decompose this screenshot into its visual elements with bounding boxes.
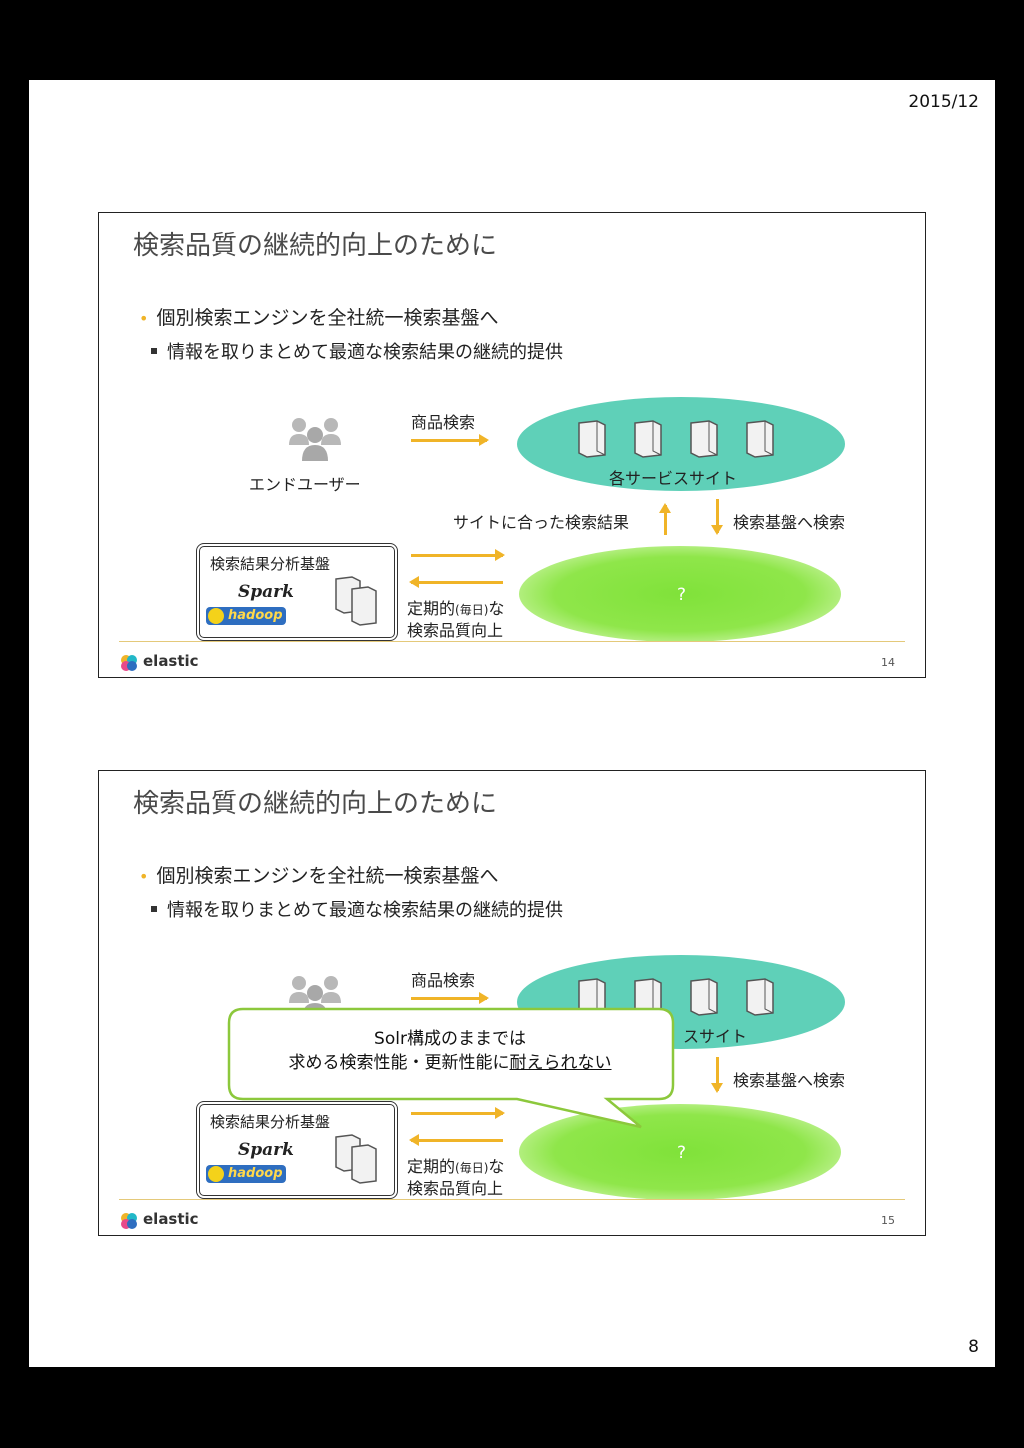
search-platform-label: 検索基盤へ検索	[733, 513, 846, 532]
server-cluster-icon	[335, 1134, 377, 1184]
unknown-platform-ellipse	[519, 1104, 841, 1200]
server-icon	[578, 420, 606, 458]
server-cluster-icon	[335, 576, 377, 626]
arrow-right	[411, 992, 489, 1004]
callout-line1: Solr構成のままでは	[374, 1029, 526, 1049]
site-results-label: サイトに合った検索結果	[453, 513, 630, 532]
bullet-level1: •個別検索エンジンを全社統一検索基盤へ	[139, 307, 499, 329]
periodic-line1: 定期的(毎日)な	[407, 599, 505, 618]
users-icon	[289, 418, 341, 461]
elastic-logo: elastic	[119, 1210, 229, 1232]
service-sites-ellipse	[517, 397, 845, 491]
bullet-level2: 情報を取りまとめて最適な検索結果の継続的提供	[151, 896, 563, 922]
service-sites-label: 各サービスサイト	[609, 469, 738, 488]
analysis-platform-box: 検索結果分析基盤 Spark hadoop	[196, 543, 398, 641]
footer-divider	[119, 1199, 905, 1200]
end-user-label: エンドユーザー	[249, 475, 361, 494]
server-icon	[746, 420, 774, 458]
callout-text: Solr構成のままでは 求める検索性能・更新性能に耐えられない	[227, 1007, 673, 1099]
slide-15: 検索品質の継続的向上のために •個別検索エンジンを全社統一検索基盤へ 情報を取り…	[98, 770, 926, 1236]
arrow-right	[411, 549, 505, 561]
unknown-label: ?	[677, 1143, 687, 1163]
analysis-label: 検索結果分析基盤	[210, 1113, 331, 1131]
elastic-mark-icon	[121, 655, 137, 671]
hadoop-logo: hadoop	[206, 607, 286, 625]
spark-logo: Spark	[238, 1140, 294, 1160]
hadoop-logo: hadoop	[206, 1165, 286, 1183]
slide-title: 検索品質の継続的向上のために	[133, 231, 498, 261]
server-icon	[690, 978, 718, 1016]
slide-14: 検索品質の継続的向上のために •個別検索エンジンを全社統一検索基盤へ 情報を取り…	[98, 212, 926, 678]
arrow-down	[711, 499, 723, 535]
server-icon	[690, 420, 718, 458]
arrow-down	[711, 1057, 723, 1093]
periodic-line2: 検索品質向上	[407, 1179, 504, 1198]
elastic-mark-icon	[121, 1213, 137, 1229]
header-date: 2015/12	[908, 92, 979, 112]
users-icon	[289, 976, 341, 1019]
page-number: 8	[968, 1337, 979, 1357]
product-search-label: 商品検索	[411, 971, 476, 990]
slide-number: 14	[881, 656, 895, 669]
periodic-line2: 検索品質向上	[407, 621, 504, 640]
callout-line2: 求める検索性能・更新性能に耐えられない	[288, 1053, 612, 1073]
server-icon	[746, 978, 774, 1016]
arrow-right	[411, 434, 489, 446]
slide-title: 検索品質の継続的向上のために	[133, 789, 498, 819]
slide-number: 15	[881, 1214, 895, 1227]
server-icon	[634, 420, 662, 458]
spark-logo: Spark	[238, 582, 294, 602]
document-page: 2015/12 検索品質の継続的向上のために •個別検索エンジンを全社統一検索基…	[29, 80, 995, 1367]
arrow-right	[411, 1107, 505, 1119]
arrow-left	[409, 576, 503, 588]
analysis-label: 検索結果分析基盤	[210, 555, 331, 573]
unknown-label: ?	[677, 585, 687, 605]
arrow-left	[409, 1134, 503, 1146]
arrow-up	[659, 503, 671, 535]
service-sites-label-partial: スサイト	[683, 1027, 748, 1046]
elastic-logo: elastic	[119, 652, 229, 674]
bullet-level2: 情報を取りまとめて最適な検索結果の継続的提供	[151, 338, 563, 364]
search-platform-label: 検索基盤へ検索	[733, 1071, 846, 1090]
analysis-platform-box: 検索結果分析基盤 Spark hadoop	[196, 1101, 398, 1199]
periodic-line1: 定期的(毎日)な	[407, 1157, 505, 1176]
bullet-level1: •個別検索エンジンを全社統一検索基盤へ	[139, 865, 499, 887]
product-search-label: 商品検索	[411, 413, 476, 432]
unknown-platform-ellipse	[519, 546, 841, 642]
footer-divider	[119, 641, 905, 642]
callout-shape	[227, 1007, 675, 1129]
